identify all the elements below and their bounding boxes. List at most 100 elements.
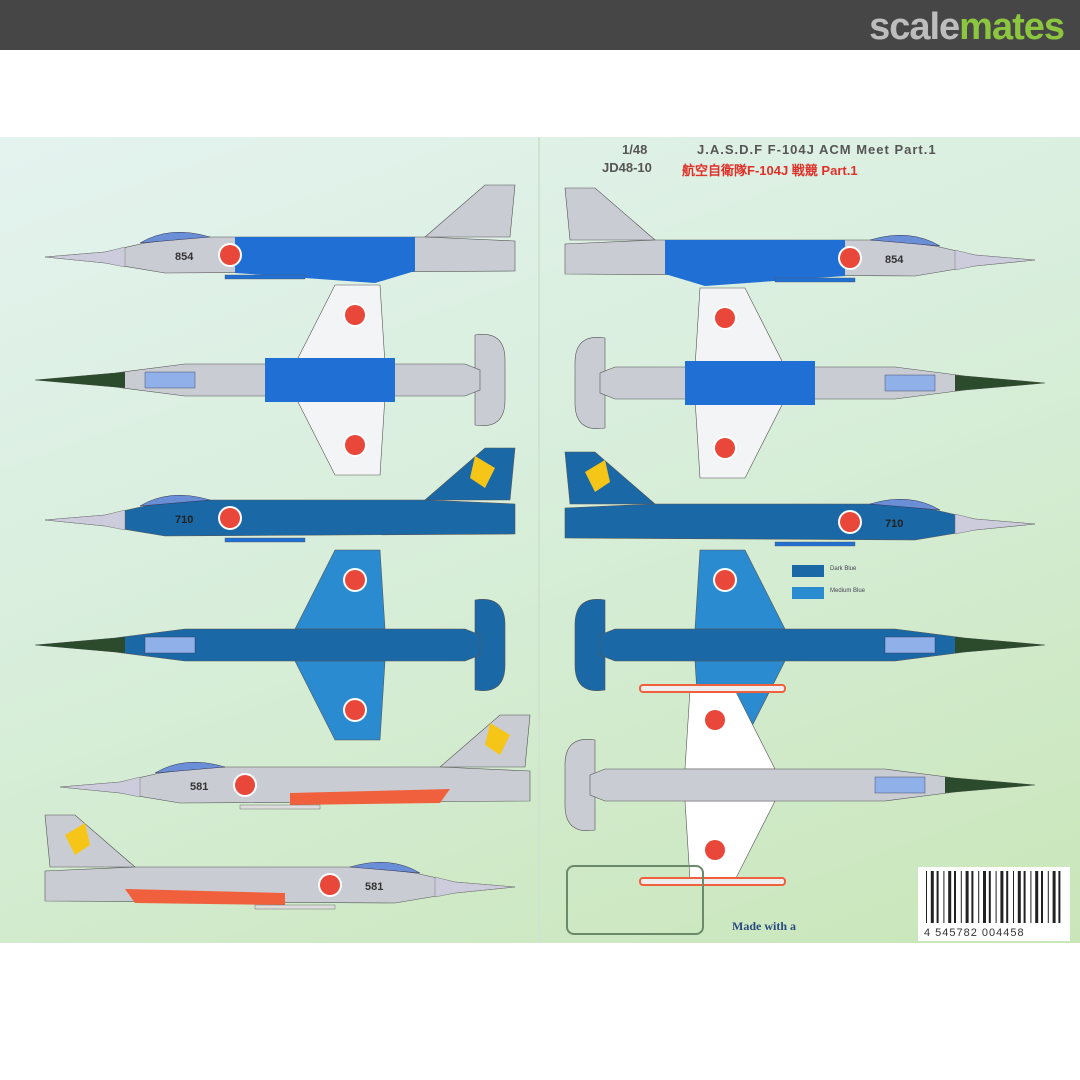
aircraft-side-view: 854 (44, 184, 516, 283)
title-japanese: 航空自衛隊F-104J 戦競 Part.1 (682, 163, 858, 178)
publisher-info-box (566, 865, 704, 935)
orange-stripe (125, 889, 285, 905)
canopy (884, 374, 936, 392)
tail-flash (470, 456, 495, 488)
canopy (139, 232, 211, 244)
aircraft-side-view: 854 (564, 187, 1036, 286)
tail-fin (564, 187, 656, 241)
tailplane (474, 333, 506, 427)
tailplane (574, 598, 606, 692)
wing-tank (224, 537, 306, 543)
barcode-bar (943, 871, 945, 923)
orange-stripe (290, 789, 450, 805)
wing-tank (774, 277, 856, 283)
barcode-bar (930, 871, 934, 923)
wing-tank (239, 804, 321, 810)
nose-cone (954, 513, 1036, 535)
blue-band (665, 240, 845, 286)
wing-left (294, 549, 386, 630)
product-code: JD48-10 (602, 160, 652, 175)
aircraft-side-view: 581 (44, 814, 516, 910)
legend-label: Medium Blue (830, 588, 866, 594)
aircraft-top-view (564, 684, 1036, 886)
site-header: scalemates (0, 0, 1080, 50)
wing-right (294, 660, 386, 741)
wing-right (294, 395, 386, 476)
barcode-bar (1000, 871, 1004, 923)
hinomaru-roundel (715, 308, 735, 328)
hinomaru-roundel (345, 305, 365, 325)
barcode-bar (948, 871, 952, 923)
hinomaru-roundel (715, 438, 735, 458)
tail-fin (424, 184, 516, 238)
nose-cone (434, 876, 516, 898)
barcode-bars (926, 871, 1061, 923)
wing-left (694, 549, 786, 630)
tailplane (474, 598, 506, 692)
hinomaru-roundel (345, 570, 365, 590)
legend-label: Dark Blue (830, 566, 857, 572)
tailplane (564, 738, 596, 832)
hinomaru-roundel (705, 840, 725, 860)
aircraft-number: 581 (365, 881, 383, 893)
aircraft-side-view: 710 (564, 451, 1036, 547)
barcode-bar (1047, 871, 1049, 923)
anti-glare-panel (945, 777, 1035, 793)
made-with-label: Made with a (732, 919, 796, 933)
aircraft-number: 854 (885, 254, 904, 266)
tail-fin (424, 447, 516, 501)
barcode-bar (960, 871, 962, 923)
barcode-bar (1041, 871, 1043, 923)
canopy (144, 371, 196, 389)
hinomaru-roundel (840, 512, 860, 532)
canopy (884, 636, 936, 654)
barcode-bar (983, 871, 986, 923)
wing-tank (254, 904, 336, 910)
barcode-bar (965, 871, 969, 923)
canopy (154, 762, 226, 774)
wing-tank (224, 274, 306, 280)
anti-glare-panel (955, 637, 1045, 653)
barcode-bar (1023, 871, 1026, 923)
canopy (869, 499, 941, 511)
aircraft-number: 710 (885, 518, 903, 530)
anti-glare-panel (35, 372, 125, 388)
blue-band (235, 237, 415, 283)
barcode-bar (1058, 871, 1061, 923)
barcode-bar (1052, 871, 1056, 923)
barcode-bar (1035, 871, 1039, 923)
canopy (869, 235, 941, 247)
barcode-bar (1013, 871, 1014, 923)
title-english: J.A.S.D.F F-104J ACM Meet Part.1 (697, 142, 937, 157)
barcode-bar (971, 871, 974, 923)
canopy (144, 636, 196, 654)
hinomaru-roundel (320, 875, 340, 895)
tailplane (574, 336, 606, 430)
nose-cone (954, 249, 1036, 271)
hinomaru-roundel (220, 508, 240, 528)
aircraft-top-view (34, 549, 506, 741)
blue-band (265, 358, 395, 402)
barcode-bar (995, 871, 997, 923)
anti-glare-panel (955, 375, 1045, 391)
barcode-bar (978, 871, 980, 923)
barcode-bar (1030, 871, 1032, 923)
barcode: 4 545782 004458 (918, 867, 1070, 941)
anti-glare-panel (35, 637, 125, 653)
tail-fin (44, 814, 136, 868)
wing-tank (774, 541, 856, 547)
barcode-bar (954, 871, 956, 923)
wing-left (694, 287, 786, 368)
aircraft-number: 710 (175, 514, 193, 526)
hinomaru-roundel (235, 775, 255, 795)
tail-fin (439, 714, 531, 768)
scale-label: 1/48 (622, 142, 648, 157)
hinomaru-roundel (715, 570, 735, 590)
tail-flash (585, 460, 610, 492)
barcode-bar (988, 871, 991, 923)
tail-fin (564, 451, 656, 505)
barcode-bar (1017, 871, 1021, 923)
hinomaru-roundel (220, 245, 240, 265)
scalemates-logo[interactable]: scalemates (869, 6, 1065, 48)
